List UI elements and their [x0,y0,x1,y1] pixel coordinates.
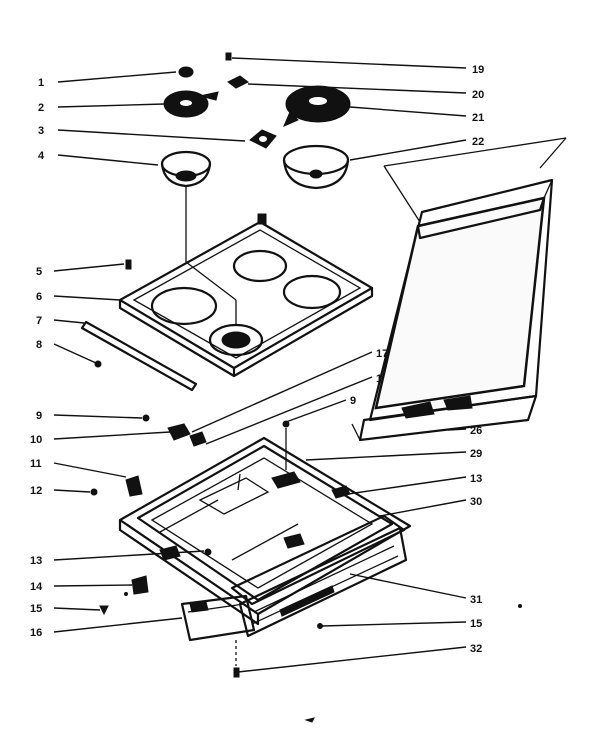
callouts-left: 1 2 3 4 5 6 7 8 [30,71,246,639]
callout-label-12: 12 [30,485,42,497]
callout-7[interactable]: 7 [36,315,85,327]
callout-20[interactable]: 20 [247,83,484,101]
callout-10[interactable]: 10 [30,431,171,446]
callout-6[interactable]: 6 [36,291,121,303]
part-screw-15-left [99,605,109,616]
part-hinge-bracket [167,423,207,447]
part-burner-base-left [160,150,212,262]
callouts-right: 19 20 21 22 17 18 9 26 [191,57,484,673]
part-screw-12 [90,488,98,496]
callout-label-30: 30 [470,496,482,508]
callout-21[interactable]: 21 [349,106,484,124]
callout-30[interactable]: 30 [379,496,482,517]
part-clip-20 [227,75,249,89]
callout-label-31: 31 [470,594,482,606]
callout-29[interactable]: 29 [305,448,482,461]
callout-3[interactable]: 3 [38,125,246,142]
callout-4[interactable]: 4 [38,150,159,166]
callout-label-6: 6 [36,291,42,303]
callout-32[interactable]: 32 [237,643,482,673]
callout-label-22: 22 [472,136,484,148]
part-end-cap [180,594,256,642]
callout-label-26: 26 [470,425,482,437]
callout-label-5: 5 [36,266,42,278]
callout-label-29: 29 [470,448,482,460]
callout-label-14: 14 [30,581,43,593]
callout-label-2: 2 [38,102,44,114]
callout-8[interactable]: 8 [36,339,97,364]
callout-label-32: 32 [470,643,482,655]
callout-label-9-right: 9 [350,395,356,407]
callout-label-4: 4 [38,150,45,162]
callout-11[interactable]: 11 [30,458,127,478]
callout-12[interactable]: 12 [30,485,91,497]
callout-16[interactable]: 16 [30,617,183,639]
part-screw-32 [233,640,240,678]
part-screw-9-left [142,414,150,422]
callout-22[interactable]: 22 [349,136,484,161]
callout-label-9-left: 9 [36,410,42,422]
part-knob-cap [178,66,194,78]
callout-15-left[interactable]: 15 [30,603,101,615]
part-screw-15-right [317,623,323,629]
part-trim-strip [80,320,198,392]
part-burner-base-right [282,144,350,190]
callout-1[interactable]: 1 [38,71,177,89]
callout-label-11: 11 [30,458,42,470]
part-spring [131,575,149,595]
callout-label-13-right: 13 [470,473,482,485]
part-screw-9-right [282,420,290,470]
callout-2[interactable]: 2 [38,102,165,114]
part-burner-top-left [163,90,219,118]
callout-label-8: 8 [36,339,42,351]
callout-9-left[interactable]: 9 [36,410,143,422]
callout-label-15-left: 15 [30,603,42,615]
stray-marks [124,592,522,723]
callout-label-1: 1 [38,77,44,89]
callout-15-right[interactable]: 15 [321,618,482,630]
part-front-rail [230,514,408,638]
callout-label-20: 20 [472,89,484,101]
callout-label-13-left: 13 [30,555,42,567]
callout-label-15-right: 15 [470,618,482,630]
part-cooktop [118,213,374,378]
callout-label-10: 10 [30,434,42,446]
callout-label-7: 7 [36,315,42,327]
callout-label-16: 16 [30,627,42,639]
callout-31[interactable]: 31 [349,573,482,606]
callout-14[interactable]: 14 [30,581,133,593]
part-cabinet-frame [118,436,412,626]
part-igniter [249,129,277,149]
callout-label-21: 21 [472,112,484,124]
callout-19[interactable]: 19 [231,57,484,76]
callout-9-right[interactable]: 9 [285,395,356,423]
callout-13-right[interactable]: 13 [347,473,482,495]
part-screw-19 [225,52,232,61]
part-oven-door [351,137,567,442]
part-screw-5 [125,259,132,270]
callout-label-19: 19 [472,64,484,76]
callout-label-3: 3 [38,125,44,137]
part-burner-top-right [283,85,351,127]
callout-5[interactable]: 5 [36,263,125,278]
part-clip-11 [125,475,143,497]
part-screw-8 [94,360,102,368]
